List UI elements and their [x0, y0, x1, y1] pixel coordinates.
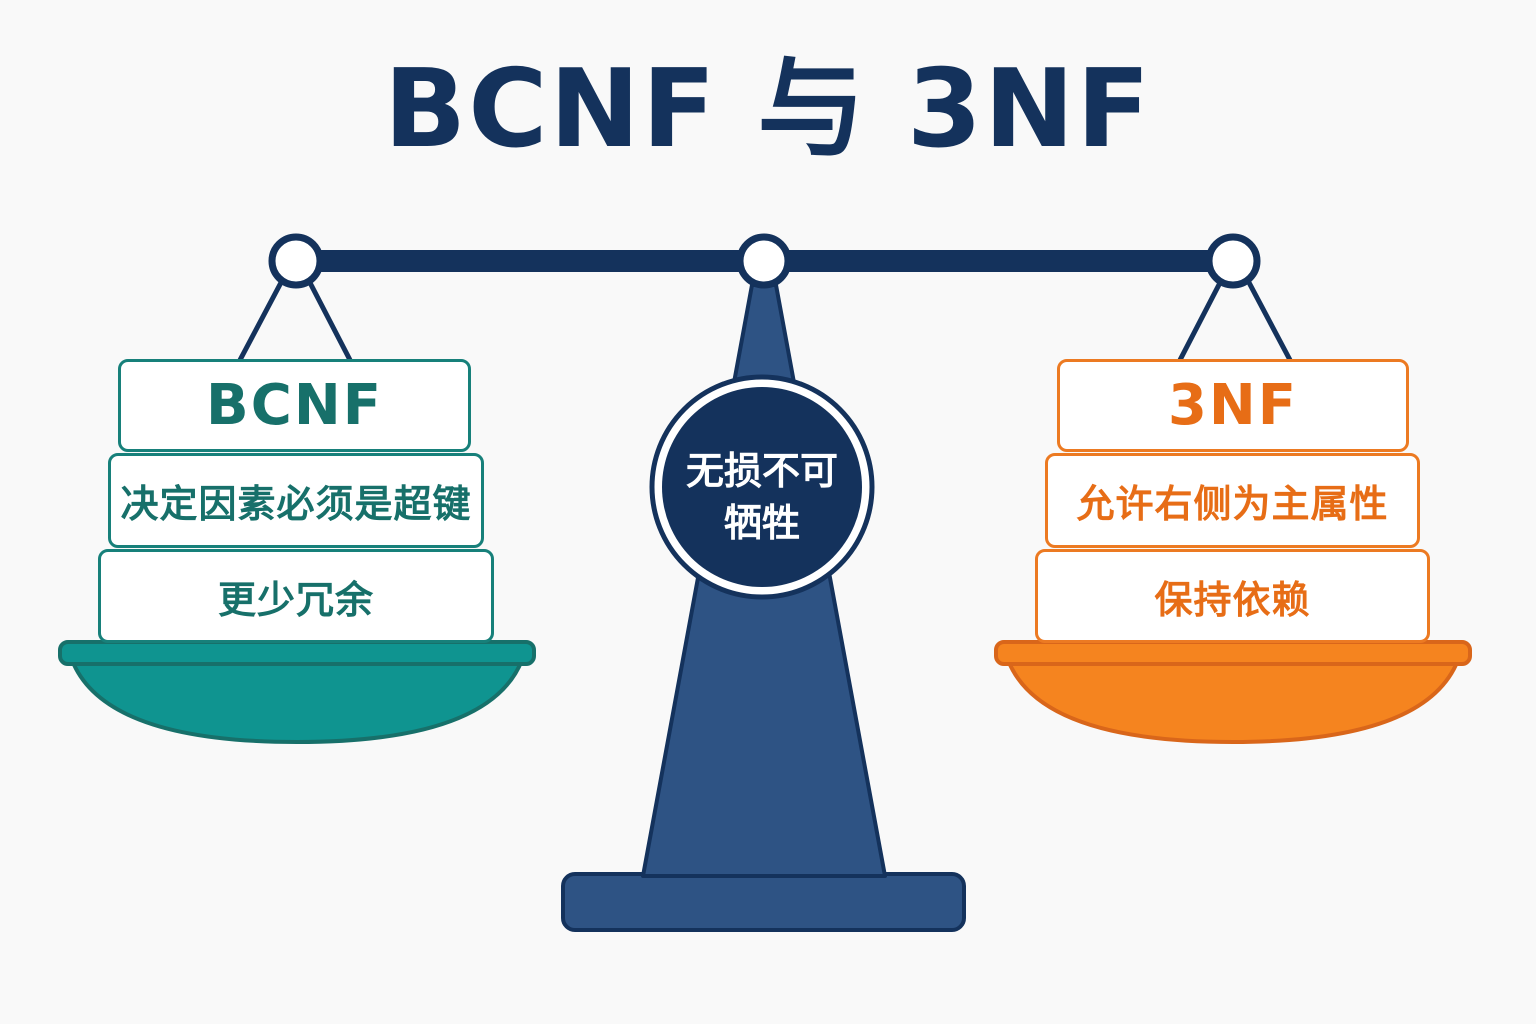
- 3nf-item-label: 保持依赖: [1154, 577, 1311, 622]
- right-string-b: [1242, 273, 1293, 362]
- 3nf-item-block: 保持依赖: [1035, 549, 1430, 643]
- left-string-b: [303, 273, 353, 362]
- left-pan-bowl: [69, 658, 525, 745]
- scale-base: [561, 872, 966, 932]
- 3nf-header-label: 3NF: [1167, 373, 1299, 438]
- center-medallion-label: 无损不可 牺牲: [660, 395, 864, 599]
- center-label-line: 无损不可: [685, 449, 838, 493]
- bcnf-header-block: BCNF: [118, 359, 471, 452]
- center-medallion: [662, 387, 862, 587]
- left-pivot: [268, 233, 324, 289]
- 3nf-item-label: 允许右侧为主属性: [1076, 482, 1389, 526]
- left-string-a: [237, 273, 288, 362]
- 3nf-header-block: 3NF: [1057, 359, 1409, 452]
- bcnf-item-block: 更少冗余: [98, 549, 494, 643]
- bcnf-item-block: 决定因素必须是超键: [108, 453, 484, 548]
- 3nf-item-block: 允许右侧为主属性: [1045, 453, 1420, 548]
- right-pan-bowl: [1005, 658, 1461, 745]
- bcnf-header-label: BCNF: [206, 373, 383, 438]
- right-pan-rim: [994, 640, 1472, 666]
- bcnf-item-label: 更少冗余: [217, 577, 374, 622]
- bcnf-item-label: 决定因素必须是超键: [120, 482, 472, 526]
- page-title: BCNF 与 3NF: [383, 47, 1153, 172]
- left-pan-rim: [58, 640, 536, 666]
- right-pivot: [1205, 233, 1261, 289]
- right-string-a: [1177, 273, 1227, 362]
- center-label-line: 牺牲: [723, 501, 800, 545]
- center-pivot: [736, 233, 792, 289]
